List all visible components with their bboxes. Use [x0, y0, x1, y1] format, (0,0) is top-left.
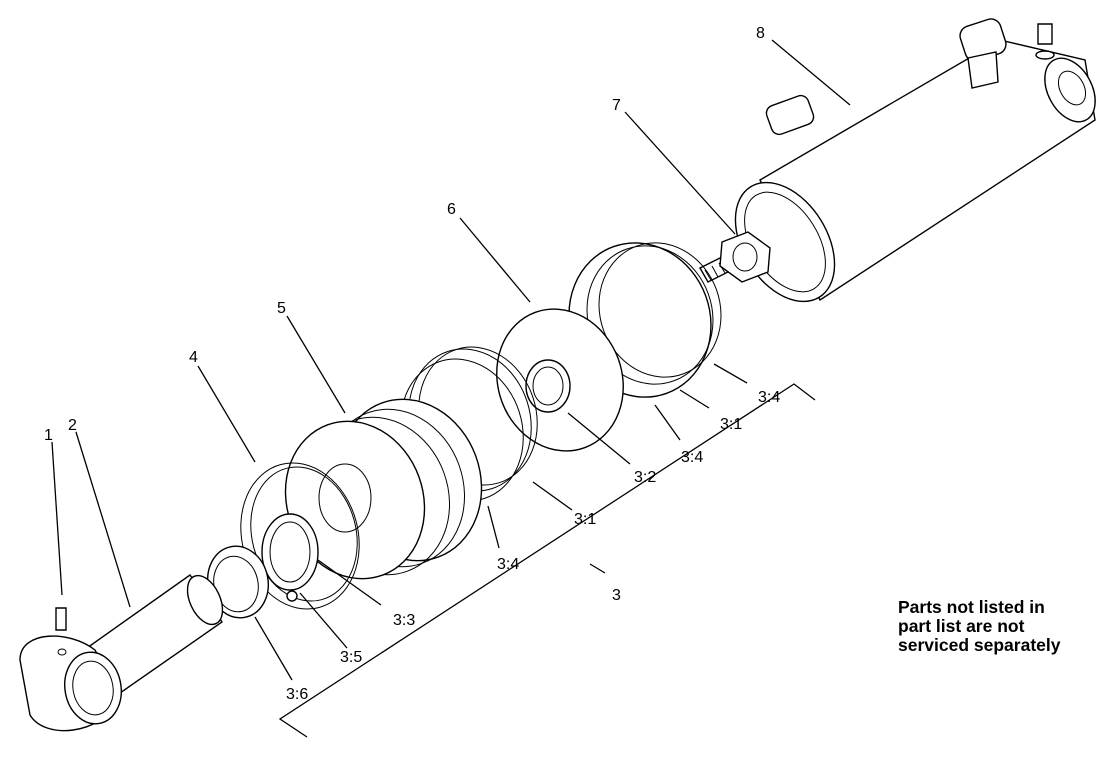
service-note-line-3: serviced separately [898, 635, 1061, 655]
callout-2: 2 [68, 417, 77, 434]
callout-6: 6 [447, 201, 456, 218]
piston [496, 242, 722, 452]
callout-5: 5 [277, 300, 286, 317]
callout-3-4-upper: 3:4 [758, 389, 780, 406]
callout-8: 8 [756, 25, 765, 42]
callout-3-3: 3:3 [393, 612, 415, 629]
callout-3-5: 3:5 [340, 649, 362, 666]
callout-3-1-upper: 3:1 [720, 416, 742, 433]
callout-4: 4 [189, 349, 198, 366]
gland [284, 398, 483, 580]
callout-3-2: 3:2 [634, 469, 656, 486]
callout-3-1-lower: 3:1 [574, 511, 596, 528]
piston-rod [19, 574, 224, 732]
callout-1: 1 [44, 427, 53, 444]
callout-labels: 1 2 3 3:1 3:1 3:2 3:3 3:4 3:4 3:4 3:5 3:… [44, 25, 780, 703]
callout-3: 3 [612, 587, 621, 604]
service-note: Parts not listed in part list are not se… [898, 598, 1060, 655]
service-note-line-2: part list are not [898, 616, 1025, 636]
piston-nut [699, 231, 771, 283]
callout-3-6: 3:6 [286, 686, 308, 703]
leader-lines [51, 39, 851, 738]
cylinder-barrel [734, 18, 1096, 303]
service-note-line-1: Parts not listed in [898, 597, 1045, 617]
callout-3-4-middle: 3:4 [681, 449, 703, 466]
callout-7: 7 [612, 97, 621, 114]
callout-3-4-lower: 3:4 [497, 556, 519, 573]
